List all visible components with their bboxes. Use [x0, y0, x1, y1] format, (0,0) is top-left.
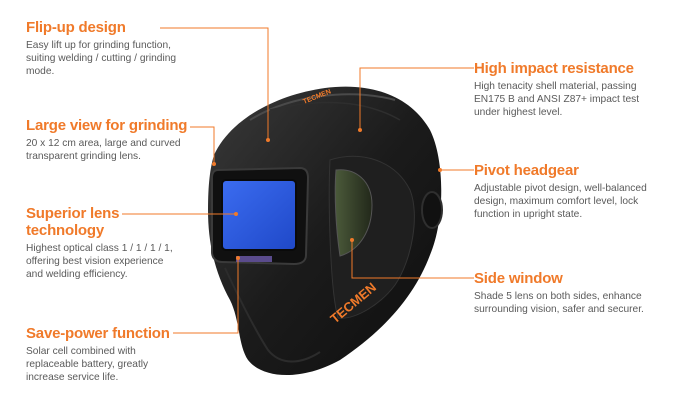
feature-side-window: Side window Shade 5 lens on both sides, …	[474, 270, 674, 316]
feature-description: Solar cell combined with replaceable bat…	[26, 346, 149, 383]
feature-description: High tenacity shell material, passing EN…	[474, 81, 640, 118]
auto-darkening-lens	[221, 179, 297, 251]
feature-flip-up-design: Flip-up design Easy lift up for grinding…	[26, 19, 216, 78]
feature-description: Adjustable pivot design, well-balanced d…	[474, 183, 647, 220]
feature-save-power: Save-power function Solar cell combined …	[26, 325, 216, 384]
feature-description: Shade 5 lens on both sides, enhance surr…	[474, 291, 644, 315]
feature-pivot-headgear: Pivot headgear Adjustable pivot design, …	[474, 162, 674, 221]
feature-title: Save-power function	[26, 325, 170, 342]
side-window	[334, 169, 373, 257]
feature-impact-resistance: High impact resistance High tenacity she…	[474, 60, 674, 119]
feature-description: Highest optical class 1 / 1 / 1 / 1, off…	[26, 243, 173, 280]
pivot-knob	[421, 191, 443, 229]
feature-title: Flip-up design	[26, 19, 126, 36]
feature-large-view: Large view for grinding 20 x 12 cm area,…	[26, 117, 216, 163]
feature-title: Large view for grinding	[26, 117, 188, 134]
helmet-shell	[208, 86, 442, 376]
feature-lens-technology: Superior lens technology Highest optical…	[26, 205, 216, 281]
feature-title: Side window	[474, 270, 563, 287]
feature-description: 20 x 12 cm area, large and curved transp…	[26, 138, 181, 162]
feature-description: Easy lift up for grinding function, suit…	[26, 40, 177, 77]
solar-cell	[236, 256, 272, 262]
feature-title: Pivot headgear	[474, 162, 579, 179]
feature-title: High impact resistance	[474, 60, 634, 77]
feature-title: Superior lens technology	[26, 205, 120, 239]
callout-lines	[122, 27, 474, 334]
